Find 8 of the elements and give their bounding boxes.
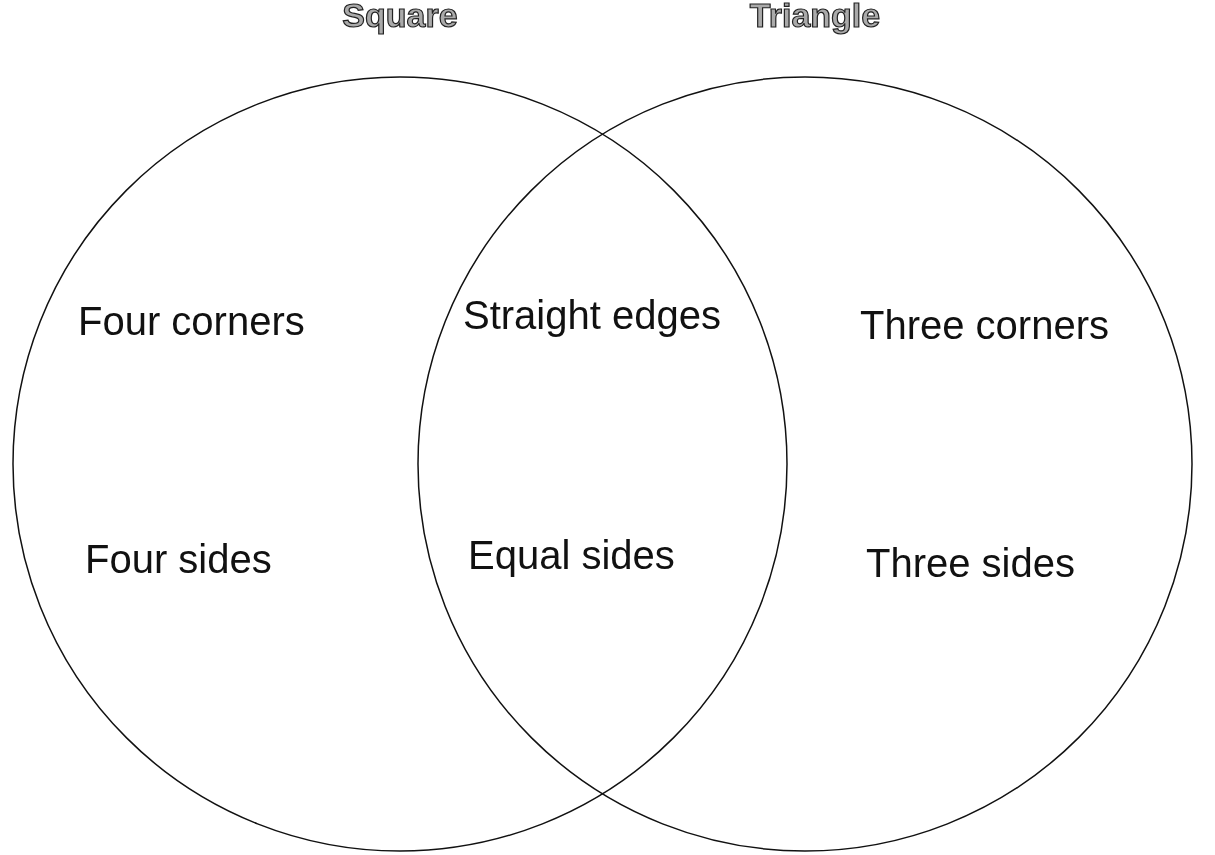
set-item: Four corners <box>78 298 305 344</box>
set-item: Three corners <box>860 302 1109 348</box>
shared-item: Straight edges <box>463 292 721 338</box>
shared-item: Equal sides <box>468 532 675 578</box>
set-item: Three sides <box>866 540 1075 586</box>
set-heading: Triangle <box>749 0 881 36</box>
set-item: Four sides <box>85 536 272 582</box>
set-heading: Square <box>342 0 458 36</box>
